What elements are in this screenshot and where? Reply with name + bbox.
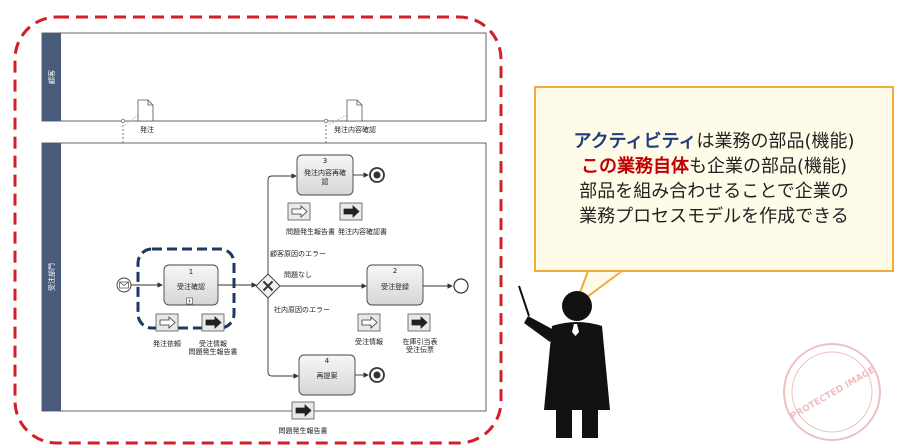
task-name: 再提案 [317,371,338,380]
document-order-label: 発注 [140,125,154,134]
gateway-label-no-problem: 問題なし [284,271,312,279]
explanation-callout: アクティビティは業務の部品(機能) この業務自体も企業の部品(機能) 部品を組み… [534,86,894,272]
message-flow-order-confirmation: 発注内容確認 [323,99,376,143]
data-label-t3-left: 問題発生報告書 [286,227,335,236]
end-event-task-2[interactable] [453,278,469,294]
data-label-order-info-1: 受注情報 [199,339,227,348]
data-label-t3-right: 発注内容確認書 [338,227,387,236]
data-label-t2-right-1: 在庫引当表 [403,337,438,346]
data-object-icon [287,202,311,221]
svg-text:PROTECTED IMAGE: PROTECTED IMAGE [789,365,877,422]
data-label-order-form: 発注依頼 [153,339,181,348]
end-event-task-3[interactable] [369,167,385,183]
task-1-order-confirmation[interactable]: 1 受注確認 [163,264,219,306]
document-icon [137,99,154,122]
task-number: 2 [393,267,397,275]
selected-activity-highlight [136,247,236,330]
gateway-label-internal-error: 社内原因のエラー [274,305,330,314]
task-2-order-registration[interactable]: 2 受注登録 [366,264,424,306]
task-4-re-proposal[interactable]: 4 再提案 [298,354,356,396]
callout-line-3: 部品を組み合わせることで企業の [579,181,849,202]
lane-customer-label: 顧客 [47,70,56,84]
data-object-output-icon [291,401,315,420]
document-order-confirmation-label: 発注内容確認 [334,125,376,134]
end-event-task-4[interactable] [369,367,385,383]
presenter-figure [518,285,610,438]
task-name-line-2: 認 [322,177,329,186]
callout-line-1: アクティビティは業務の部品(機能) [573,131,855,152]
callout-line-4: 業務プロセスモデルを作成できる [579,206,849,227]
start-event[interactable] [116,277,132,293]
data-label-t2-right-2: 受注伝票 [406,345,434,354]
document-icon [346,99,363,122]
task-number: 1 [189,268,193,276]
message-flow-order: 発注 [120,99,154,143]
task-number: 4 [325,357,330,365]
gateway-label-customer-error: 顧客原因のエラー [270,249,326,258]
task-name: 受注確認 [177,282,205,291]
scope-highlight-frame [13,15,503,445]
task-3-recheck-order-contents[interactable]: 3 発注内容再確 認 [296,154,354,196]
lane-customer: 顧客 [41,32,487,122]
protected-image-watermark: PROTECTED IMAGE [783,343,881,441]
data-label-t4-bottom: 問題発生報告書 [279,426,328,435]
data-object-output-icon [339,202,363,221]
data-label-order-info-2: 問題発生報告書 [189,347,238,356]
data-object-output-icon [407,313,431,332]
data-label-t2-left: 受注情報 [355,337,383,346]
task-name-line-1: 発注内容再確 [304,168,346,177]
callout-line-2: この業務自体も企業の部品(機能) [580,156,848,177]
data-object-icon [155,313,179,332]
data-object-icon [357,313,381,332]
task-name: 受注登録 [381,282,409,291]
lane-order-department-label: 受注部門 [47,263,56,291]
data-object-output-icon [201,313,225,332]
task-number: 3 [323,157,327,165]
